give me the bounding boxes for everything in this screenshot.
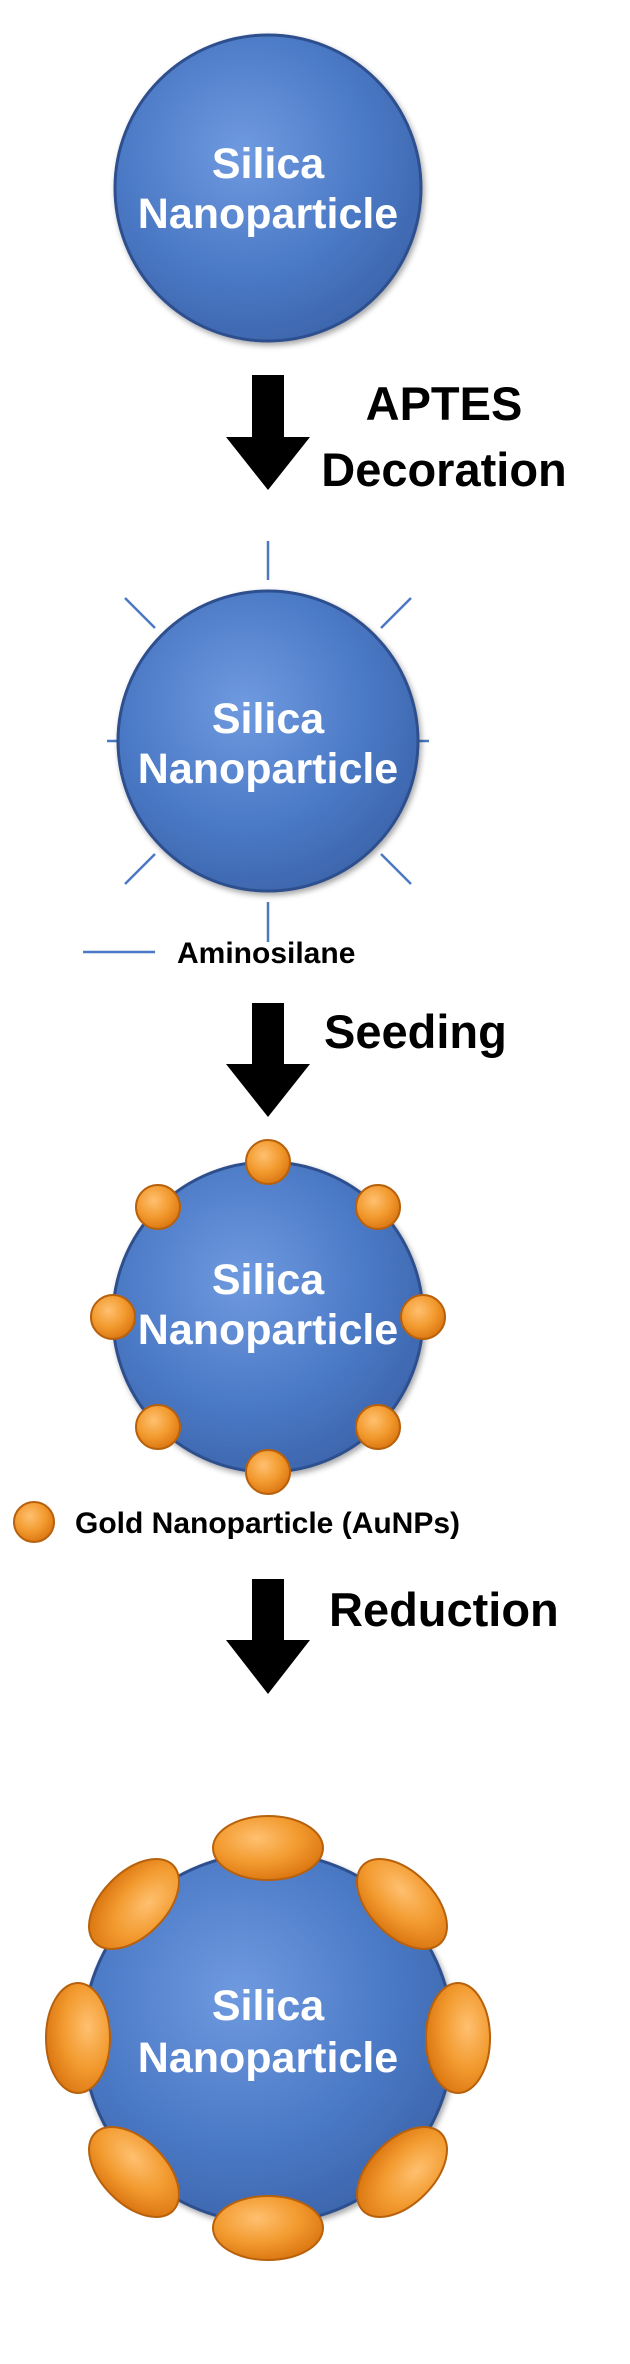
legend-gold-label: Gold Nanoparticle (AuNPs) bbox=[75, 1507, 460, 1540]
gold-shell-segment bbox=[356, 2126, 448, 2218]
gold-shell-segments bbox=[45, 1815, 491, 2261]
gold-seed bbox=[355, 1404, 401, 1450]
core-label-line1: Silica bbox=[212, 140, 325, 188]
arrow-2-icon bbox=[226, 1003, 310, 1117]
aminosilane-linker bbox=[380, 597, 412, 629]
stage-4-gold-shell-particle: Silica Nanoparticle bbox=[45, 1815, 491, 2261]
core-label-line2: Nanoparticle bbox=[138, 745, 398, 793]
gold-shell-segment bbox=[356, 1858, 448, 1950]
silica-core bbox=[113, 33, 423, 343]
gold-seed bbox=[245, 1139, 291, 1185]
gold-shell-segment bbox=[212, 1815, 324, 1881]
gold-seed bbox=[135, 1184, 181, 1230]
gold-seed bbox=[245, 1449, 291, 1495]
gold-seed bbox=[355, 1184, 401, 1230]
silica-core bbox=[116, 589, 420, 893]
aminosilane-linker bbox=[124, 853, 156, 885]
aminosilane-linker bbox=[124, 597, 156, 629]
core-label-line2: Nanoparticle bbox=[138, 2034, 398, 2082]
gold-seeds bbox=[90, 1139, 446, 1495]
gold-nanoparticle-legend-icon bbox=[13, 1501, 55, 1543]
core-label-line1: Silica bbox=[212, 1982, 325, 2030]
step-1-label-line2: Decoration bbox=[321, 443, 567, 496]
gold-shell-segment bbox=[212, 2195, 324, 2261]
core-label-line1: Silica bbox=[212, 695, 325, 743]
legend-aminosilane: Aminosilane bbox=[83, 937, 355, 970]
gold-shell-segment bbox=[88, 1858, 180, 1950]
core-label-line1: Silica bbox=[212, 1256, 325, 1304]
core-label-line2: Nanoparticle bbox=[138, 190, 398, 238]
step-1-label-line1: APTES bbox=[366, 377, 523, 430]
stage-3-seeded-particle: Silica Nanoparticle bbox=[90, 1139, 446, 1495]
stage-1-bare-particle: Silica Nanoparticle bbox=[113, 33, 423, 343]
gold-seed bbox=[90, 1294, 136, 1340]
gold-shell-segment bbox=[45, 1982, 111, 2094]
legend-aminosilane-label: Aminosilane bbox=[177, 937, 355, 970]
aminosilane-linker bbox=[380, 853, 412, 885]
arrow-3-icon bbox=[226, 1579, 310, 1694]
down-arrow-icon bbox=[226, 1579, 310, 1694]
step-3-label: Reduction bbox=[329, 1583, 559, 1636]
core-label-line2: Nanoparticle bbox=[138, 1306, 398, 1354]
gold-shell-segment bbox=[88, 2126, 180, 2218]
arrow-1-icon bbox=[226, 375, 310, 490]
gold-seed bbox=[400, 1294, 446, 1340]
stage-2-aminosilane-particle: Silica Nanoparticle bbox=[107, 541, 429, 942]
down-arrow-icon bbox=[226, 1003, 310, 1117]
legend-gold: Gold Nanoparticle (AuNPs) bbox=[13, 1501, 460, 1543]
gold-seed bbox=[135, 1404, 181, 1450]
down-arrow-icon bbox=[226, 375, 310, 490]
step-2-label: Seeding bbox=[324, 1005, 507, 1058]
gold-shell-segment bbox=[425, 1982, 491, 2094]
